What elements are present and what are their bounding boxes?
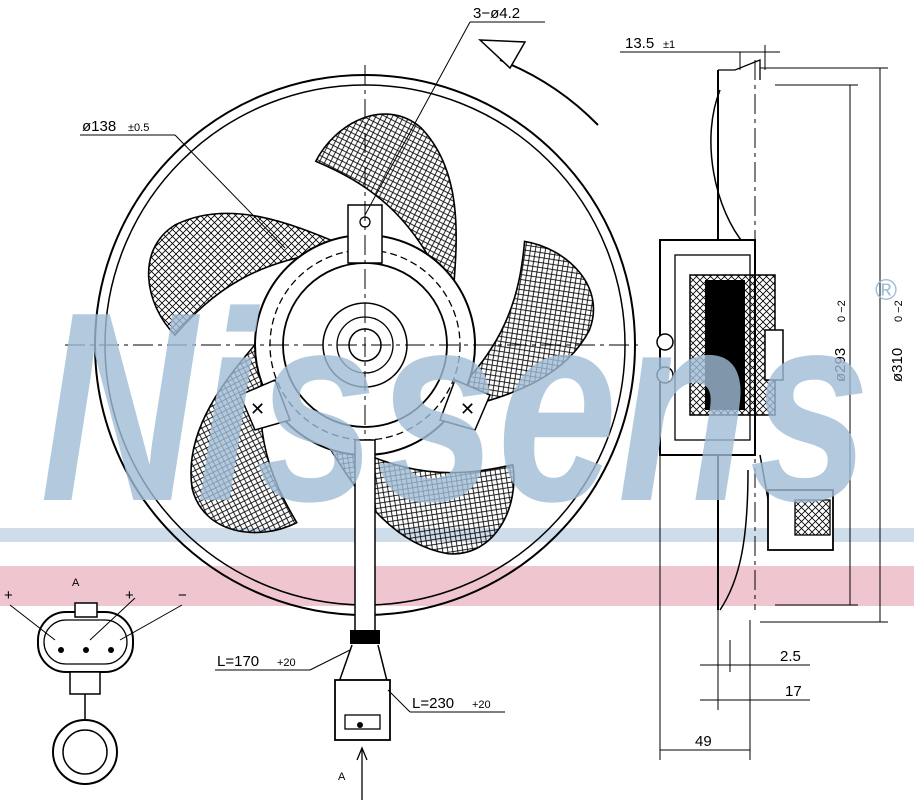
svg-text:✕: ✕	[460, 399, 475, 419]
dim-depth-small: 17	[785, 683, 802, 700]
dim-shroud-outer-tol: 0 −2	[893, 300, 905, 322]
connector-plus-right: +	[125, 587, 134, 604]
dim-offset: 13.5	[625, 35, 654, 52]
dim-cable-short: L=170	[217, 653, 259, 670]
connector-minus: −	[178, 587, 187, 604]
fan-side-view	[656, 59, 834, 611]
dim-hub-tol: ±0.5	[128, 122, 149, 134]
cable-plug	[334, 644, 391, 800]
section-label-small: A	[72, 577, 80, 589]
fan-front-view: ✕ ✕	[65, 39, 640, 644]
dim-cable-short-tol: +20	[277, 657, 296, 669]
dim-hub-diameter: ø138	[82, 118, 116, 135]
svg-text:✕: ✕	[250, 399, 265, 419]
side-dimension-lines	[620, 45, 888, 760]
dim-offset-tol: ±1	[663, 39, 675, 51]
dim-gap: 2.5	[780, 648, 801, 665]
connector-plus-left: +	[4, 587, 13, 604]
dim-cable-long-tol: +20	[472, 699, 491, 711]
leader-lines	[80, 21, 545, 713]
dim-shroud-inner: ø293	[832, 348, 849, 382]
connector-pinout: + + − A	[4, 577, 187, 785]
dim-shroud-outer: ø310	[889, 348, 906, 382]
dim-shroud-inner-tol: 0 −2	[836, 300, 848, 322]
dim-cable-long: L=230	[412, 695, 454, 712]
dim-depth-total: 49	[695, 733, 712, 750]
watermark-registered: ®	[875, 274, 897, 307]
watermark-band-pink	[0, 566, 914, 606]
section-mark: A	[338, 771, 346, 783]
watermark-brand: Nissens	[40, 257, 870, 558]
dim-holes: 3−ø4.2	[473, 5, 520, 22]
